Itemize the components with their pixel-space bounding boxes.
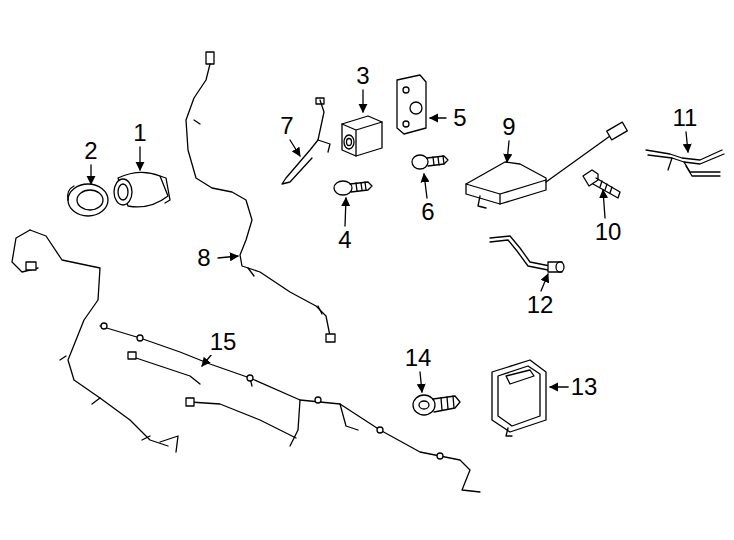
bolt bbox=[583, 170, 620, 198]
callout-number: 12 bbox=[525, 292, 556, 318]
leader-arrows bbox=[91, 90, 688, 392]
callout-number: 4 bbox=[336, 227, 353, 253]
callout-number: 2 bbox=[82, 138, 99, 164]
parking-sensor bbox=[114, 172, 170, 206]
camera-harness bbox=[186, 52, 335, 342]
callout-number: 14 bbox=[403, 345, 434, 371]
callout-number: 8 bbox=[195, 245, 212, 271]
callout-number: 11 bbox=[671, 105, 700, 131]
callout-number: 7 bbox=[278, 113, 295, 139]
callout-number: 3 bbox=[354, 63, 371, 89]
wire-clip bbox=[646, 150, 724, 176]
camera-bracket bbox=[397, 75, 426, 134]
camera-wire bbox=[282, 98, 330, 184]
screw bbox=[413, 395, 460, 415]
screw bbox=[412, 155, 448, 169]
callout-number: 9 bbox=[500, 114, 517, 140]
jumper-wire bbox=[490, 236, 564, 272]
callout-number: 10 bbox=[593, 219, 624, 245]
screw bbox=[334, 181, 372, 195]
sensor-ring bbox=[68, 184, 108, 216]
callout-number: 13 bbox=[569, 374, 600, 400]
callout-number: 6 bbox=[419, 199, 436, 225]
camera bbox=[342, 116, 382, 156]
callout-number: 5 bbox=[451, 105, 468, 131]
control-module bbox=[492, 360, 546, 436]
callout-number: 1 bbox=[131, 120, 148, 146]
callout-number: 15 bbox=[208, 329, 239, 355]
bumper-harness bbox=[12, 230, 480, 492]
